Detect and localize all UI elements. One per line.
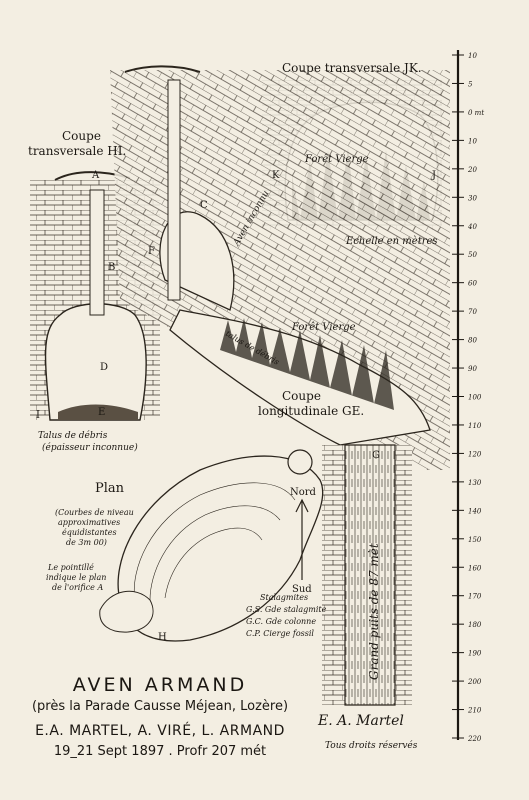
scale-tick-label: 10 [468, 52, 477, 60]
great-shaft [322, 444, 412, 706]
title-block: AVEN ARMAND (près la Parade Causse Méjea… [20, 674, 300, 760]
point-e: E [98, 407, 105, 418]
scale-tick-label: 40 [467, 223, 477, 231]
scale-tick-label: 10 [468, 137, 477, 145]
title: AVEN ARMAND [72, 674, 248, 696]
scale-tick-label: 170 [468, 593, 482, 601]
scale-tick-label: 5 [468, 80, 473, 88]
label-epaisseur: (épaisseur inconnue) [42, 442, 138, 453]
label-stalagmites: Stalagmites [260, 593, 308, 602]
scale-tick-label: 30 [468, 194, 477, 202]
scale-tick-label: 80 [468, 337, 477, 345]
scale-tick-label: 90 [468, 365, 477, 373]
label-echelle: Echelle en mètres [345, 236, 438, 247]
label-foret-vierge-long: Forêt Vierge [291, 322, 356, 333]
scale-tick-label: 150 [468, 536, 482, 544]
scale-tick-label: 160 [468, 564, 482, 572]
point-f: F [148, 246, 155, 257]
scale-tick-label: 190 [468, 650, 482, 658]
authors: E.A. MARTEL, A. VIRÉ, L. ARMAND [35, 722, 285, 739]
scale-tick-label: 140 [468, 507, 482, 515]
signature: E. A. Martel [317, 713, 404, 729]
label-sud: Sud [292, 584, 312, 595]
scale-tick-label: 0 mt [468, 109, 484, 117]
label-plan: Plan [95, 481, 125, 496]
point-d: D [100, 362, 108, 373]
legend-cp: C.P. Cierge fossil [246, 629, 314, 638]
scale-tick-label: 210 [467, 707, 482, 715]
legend-gs: G.S. Gde stalagmite [246, 605, 327, 614]
scale-tick-label: 20 [467, 166, 477, 174]
scale-tick-label: 70 [468, 308, 477, 316]
longitudinal-section [110, 65, 450, 470]
point-b: B [108, 262, 115, 273]
scale-tick-label: 110 [468, 422, 482, 430]
scale-tick-label: 180 [468, 621, 482, 629]
scale-tick-label: 50 [468, 251, 477, 259]
point-i: I [36, 410, 40, 421]
legend-gc: G.C. Gde colonne [246, 617, 316, 626]
vertical-scale: 10 5 0 mt 10 20 30 40 50 60 70 80 90 100 110 120 130 140… [452, 50, 484, 743]
point-letters: A B C D E F G H I J K [36, 170, 436, 643]
point-k: K [272, 170, 280, 181]
label-foret-vierge-jk: Forêt Vierge [304, 154, 369, 165]
label-coupe-jk: Coupe transversale JK. [282, 61, 422, 75]
subtitle: (près la Parade Causse Méjean, Lozère) [31, 698, 289, 714]
north-arrow [295, 498, 309, 580]
scale-tick-label: 200 [467, 678, 482, 686]
label-nord: Nord [290, 487, 317, 498]
plan-view [99, 449, 324, 642]
scale-tick-label: 220 [467, 735, 482, 743]
scale-tick-label: 130 [468, 479, 482, 487]
point-c: C [200, 200, 208, 211]
label-talus: Talus de débris [38, 430, 108, 441]
scale-tick-label: 100 [468, 394, 482, 402]
point-g: G [372, 450, 380, 461]
label-droits: Tous droits réservés [325, 740, 418, 751]
point-a: A [91, 170, 100, 181]
date-depth: 19_21 Sept 1897 . Profr 207 mét [53, 743, 267, 759]
point-j: J [431, 170, 436, 181]
label-grand-puits: Grand puits de 87 mèt [367, 543, 381, 680]
point-h: H [158, 632, 167, 643]
scale-tick-label: 120 [468, 450, 482, 458]
scale-tick-label: 60 [468, 280, 477, 288]
